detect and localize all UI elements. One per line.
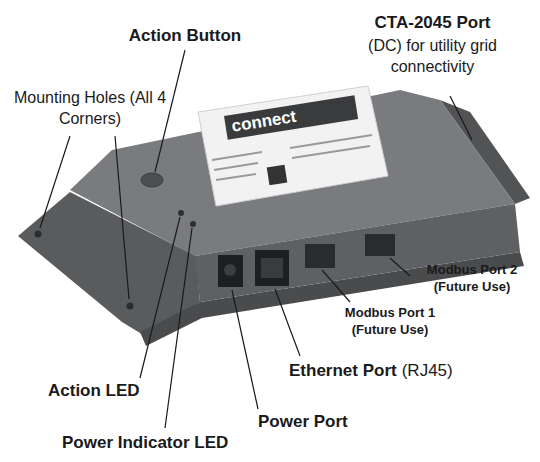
sticker-text-lines (212, 135, 372, 180)
action-led (178, 210, 184, 216)
power-led (190, 221, 196, 227)
power-port (218, 255, 243, 287)
part-label: CTA-2045 Port (345, 12, 520, 34)
part-label: Power Indicator LED (62, 432, 228, 454)
ethernet-slot (261, 258, 283, 278)
part-note: (RJ45) (402, 360, 453, 382)
part-label: Modbus Port 1 (Future Use) (330, 305, 450, 339)
part-label: Modbus Port 2 (Future Use) (412, 262, 532, 296)
ethernet-port (255, 250, 289, 286)
modbus-port (365, 234, 395, 256)
part-label: Action Button (120, 25, 250, 47)
action-button (141, 173, 163, 187)
part-label: Ethernet Port (289, 360, 397, 382)
qr-code (267, 165, 288, 186)
mounting-hole (127, 303, 134, 310)
power-jack (224, 264, 236, 276)
label-sticker (198, 86, 388, 206)
modbus-port (305, 244, 335, 268)
part-note: (DC) for utility grid connectivity (345, 36, 520, 78)
mounting-hole (35, 231, 42, 238)
leader-lines (40, 50, 472, 428)
part-label: Mounting Holes (All 4 Corners) (10, 88, 170, 130)
part-label: Action LED (48, 380, 140, 402)
part-label: Power Port (258, 411, 348, 433)
